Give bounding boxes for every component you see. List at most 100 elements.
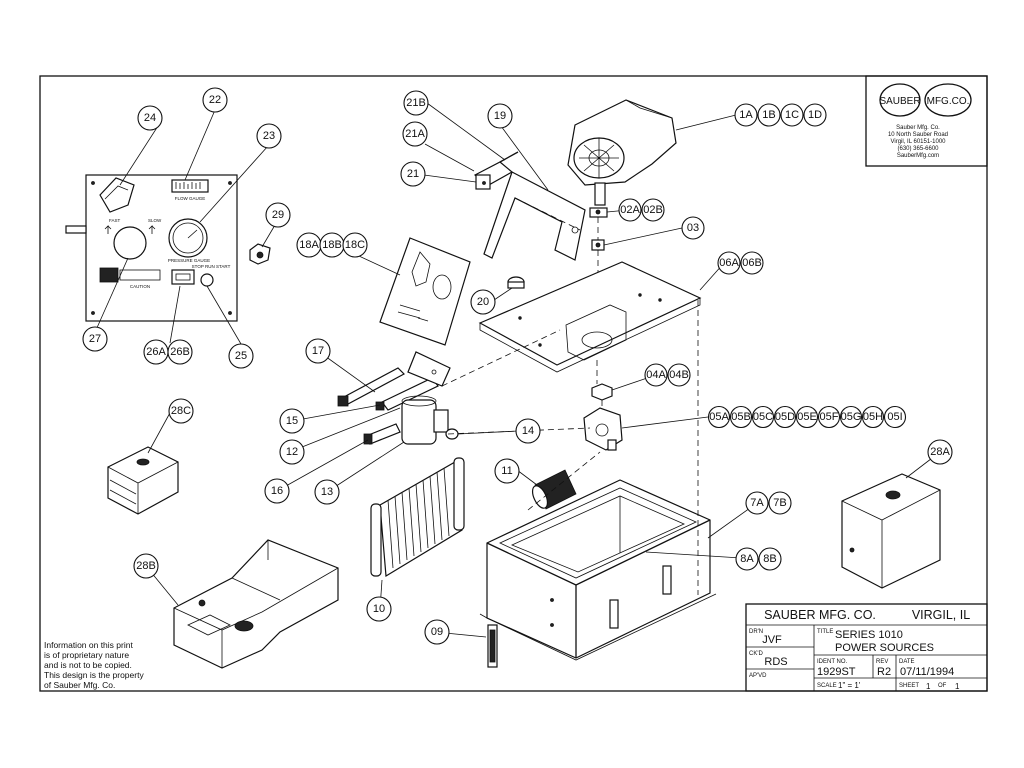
callout-21a: 21A <box>402 121 428 147</box>
svg-text:15: 15 <box>286 415 298 427</box>
svg-text:24: 24 <box>144 112 156 124</box>
callout-18b: 18B <box>319 232 345 258</box>
callout-15: 15 <box>279 408 305 434</box>
part-05-pump <box>583 407 623 451</box>
callout-7a: 7A <box>745 491 769 515</box>
svg-text:8B: 8B <box>763 553 776 565</box>
title-city: VIRGIL, IL <box>912 608 970 622</box>
title-block: SAUBER MFG. CO. VIRGIL, IL DR'N JVF CK'D… <box>745 603 988 692</box>
callout-05g: 05G <box>839 405 863 429</box>
svg-text:28C: 28C <box>171 405 191 417</box>
svg-text:27: 27 <box>89 333 101 345</box>
callout-1d: 1D <box>803 103 827 127</box>
callout-8b: 8B <box>758 547 782 571</box>
scale-label: SCALE <box>817 683 837 689</box>
callout-22: 22 <box>202 87 228 113</box>
callout-7b: 7B <box>768 491 792 515</box>
title-company: SAUBER MFG. CO. <box>764 608 876 622</box>
pressure-gauge-label: PRESSURE GAUGE <box>168 258 210 263</box>
callout-05i: 05I <box>883 405 907 429</box>
svg-text:06B: 06B <box>742 257 762 269</box>
callout-28b: 28B <box>133 553 159 579</box>
svg-text:26A: 26A <box>146 346 166 358</box>
logo-word-sauber: SAUBER <box>879 96 920 107</box>
svg-text:26B: 26B <box>170 346 190 358</box>
svg-text:03: 03 <box>687 222 699 234</box>
svg-text:05A: 05A <box>709 411 729 423</box>
svg-text:02B: 02B <box>643 204 663 216</box>
rev-label: REV <box>876 659 888 665</box>
callout-8a: 8A <box>735 547 759 571</box>
logo-address-4: (630) 365-6600 <box>897 146 939 152</box>
part-20-breather <box>507 276 525 289</box>
title-line-1: SERIES 1010 <box>835 629 903 641</box>
part-03-coupling <box>591 239 605 251</box>
part-09-sight-gauge <box>487 624 498 668</box>
svg-text:05F: 05F <box>820 411 839 423</box>
callout-20: 20 <box>470 289 496 315</box>
svg-text:1D: 1D <box>808 109 822 121</box>
checked-by-value: RDS <box>764 656 787 668</box>
svg-text:21A: 21A <box>405 128 425 140</box>
callout-04a: 04A <box>644 363 668 387</box>
logo-address-1: Sauber Mfg. Co. <box>896 125 940 131</box>
proprietary-notice: Information on this print is of propriet… <box>44 640 144 690</box>
svg-text:21: 21 <box>407 168 419 180</box>
svg-text:18A: 18A <box>299 239 319 251</box>
svg-text:05I: 05I <box>887 411 902 423</box>
svg-text:23: 23 <box>263 130 275 142</box>
svg-text:06A: 06A <box>719 257 739 269</box>
callout-21: 21 <box>400 161 426 187</box>
date-label: DATE <box>899 659 915 665</box>
callout-02a: 02A <box>618 198 642 222</box>
svg-text:18B: 18B <box>322 239 342 251</box>
title-label: TITLE <box>817 629 833 635</box>
svg-text:05D: 05D <box>775 411 795 423</box>
title-line-2: POWER SOURCES <box>835 642 934 654</box>
callout-18a: 18A <box>296 232 322 258</box>
svg-text:17: 17 <box>312 345 324 357</box>
notice-line-4: This design is the property <box>44 670 144 680</box>
callout-1c: 1C <box>780 103 804 127</box>
callout-14: 14 <box>515 418 541 444</box>
slow-label: SLOW <box>148 218 162 223</box>
svg-text:28B: 28B <box>136 560 156 572</box>
part-17-hose-fitting <box>337 367 405 407</box>
callout-09: 09 <box>424 619 450 645</box>
callout-03: 03 <box>681 216 705 240</box>
part-04-fitting <box>591 383 613 401</box>
company-logo-box: SAUBER MFG.CO. Sauber Mfg. Co. 10 North … <box>865 75 988 167</box>
svg-text:14: 14 <box>522 425 534 437</box>
sheet-label: SHEET <box>899 683 919 689</box>
callout-25: 25 <box>228 343 254 369</box>
callout-06a: 06A <box>717 251 741 275</box>
part-10-cooler <box>370 457 465 578</box>
svg-text:7A: 7A <box>750 497 764 509</box>
stop-run-start-label: STOP RUN START <box>192 264 231 269</box>
sheet-total: 1 <box>955 682 960 691</box>
callout-24: 24 <box>137 105 163 131</box>
svg-text:8A: 8A <box>740 553 754 565</box>
ident-label: IDENT NO. <box>817 659 848 665</box>
callout-27: 27 <box>82 326 108 352</box>
rev-value: R2 <box>877 666 891 678</box>
part-19-bracket <box>483 171 586 261</box>
flow-gauge-label: FLOW GAUGE <box>175 196 206 201</box>
svg-text:21B: 21B <box>406 97 426 109</box>
sheet-value: 1 <box>926 682 931 691</box>
logo-word-mfg: MFG.CO. <box>927 96 970 107</box>
callout-13: 13 <box>314 479 340 505</box>
callout-05f: 05F <box>817 405 841 429</box>
svg-text:16: 16 <box>271 485 283 497</box>
svg-text:04B: 04B <box>669 369 689 381</box>
part-1-motor <box>567 99 677 206</box>
callout-18c: 18C <box>342 232 368 258</box>
ident-value: 1929ST <box>817 666 856 678</box>
callout-21b: 21B <box>403 90 429 116</box>
part-18-filter-panel <box>379 237 471 346</box>
svg-text:22: 22 <box>209 94 221 106</box>
svg-text:12: 12 <box>286 446 298 458</box>
approved-by-label: AP'VD <box>749 673 767 679</box>
svg-text:19: 19 <box>494 110 506 122</box>
